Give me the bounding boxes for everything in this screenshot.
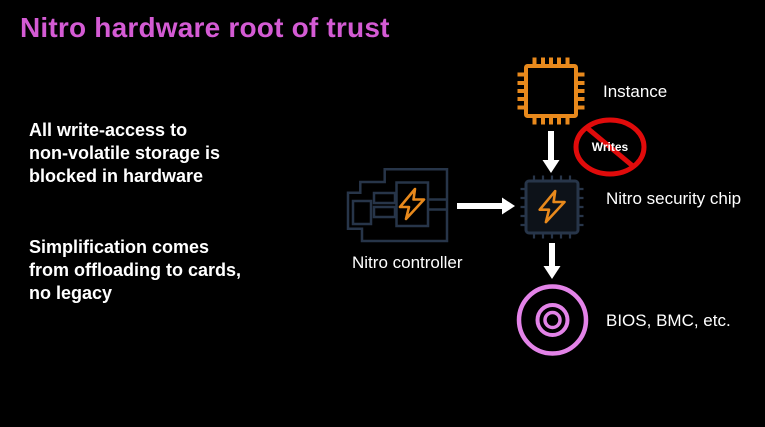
note-line: from offloading to cards, [29,260,242,280]
note-line: All write-access to [29,120,188,140]
arrow-security-chip-to-bios [543,243,561,279]
note-line: non-volatile storage is [29,143,221,163]
concentric-circles-icon [516,284,589,356]
note-line: Simplification comes [29,237,210,257]
bios-label: BIOS, BMC, etc. [606,311,731,330]
left-notes: All write-access to non-volatile storage… [29,119,241,305]
arrow-controller-to-security-chip [457,197,515,215]
security-chip-icon [520,175,584,239]
security-chip-label: Nitro security chip [606,189,742,208]
note-paragraph-2: Simplification comes from offloading to … [29,236,241,305]
note-line: no legacy [29,283,113,303]
instance-chip-icon [517,57,585,125]
page-title: Nitro hardware root of trust [20,12,390,43]
writes-blocked-label: Writes [591,140,629,154]
lightning-bolt-icon [398,187,426,221]
no-symbol-icon [573,117,647,177]
arrow-instance-to-security-chip [542,131,560,173]
note-line: blocked in hardware [29,166,204,186]
controller-label: Nitro controller [352,253,463,272]
note-paragraph-1: All write-access to non-volatile storage… [29,119,241,188]
controller-card-icon [346,168,449,243]
lightning-bolt-icon [538,189,566,224]
instance-label: Instance [603,82,668,101]
